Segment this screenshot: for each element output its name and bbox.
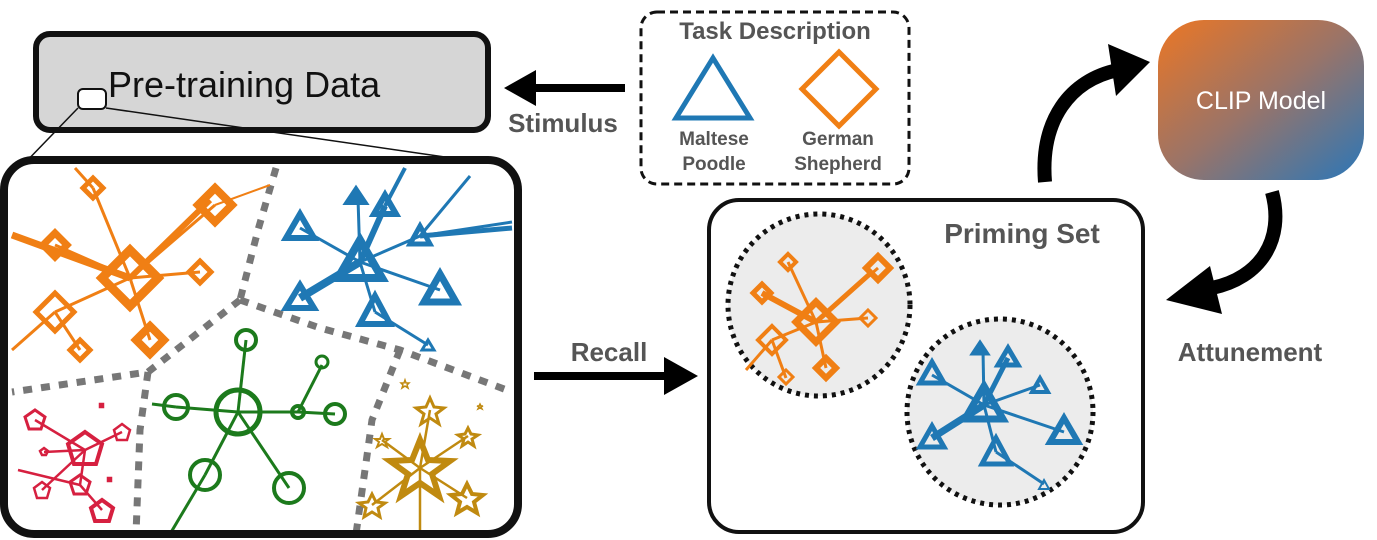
clip-model-label: CLIP Model [1196, 87, 1326, 115]
pretraining-clusters-panel [0, 156, 522, 538]
attunement-label: Attunement [1178, 337, 1323, 367]
recall-label: Recall [571, 337, 648, 367]
diamond-icon [798, 48, 880, 130]
task-item-2-line1: German [802, 129, 874, 150]
task-description-box: Task Description Maltese Poodle German S… [639, 10, 911, 186]
priming-set-title: Priming Set [944, 218, 1100, 249]
triangle-icon [671, 53, 755, 121]
recall-arrow: Recall [534, 337, 698, 395]
task-item-1-line1: Maltese [679, 129, 749, 150]
task-item-1-line2: Poodle [682, 154, 745, 175]
pretraining-data-title: Pre-training Data [108, 64, 381, 105]
red-pentagon-cluster [17, 402, 132, 523]
priming-blue-cluster [904, 316, 1096, 508]
pretraining-data-box: Pre-training Data [19, 31, 501, 169]
blue-triangle-cluster [280, 167, 513, 352]
priming-orange-cluster [725, 211, 913, 399]
stimulus-arrow: Stimulus [504, 70, 625, 138]
attunement-arrow: Attunement [1166, 190, 1323, 367]
zoom-handle [77, 88, 107, 110]
priming-to-clip-arrow [1037, 44, 1150, 183]
clip-model-box: CLIP Model [1158, 20, 1364, 180]
green-circle-cluster [151, 328, 347, 530]
priming-set-box: Priming Set [707, 198, 1145, 534]
task-description-title: Task Description [679, 18, 871, 45]
gold-star-cluster [354, 377, 489, 530]
task-item-2-line2: Shepherd [794, 154, 882, 175]
orange-diamond-cluster [10, 166, 271, 364]
stimulus-label: Stimulus [508, 108, 618, 138]
